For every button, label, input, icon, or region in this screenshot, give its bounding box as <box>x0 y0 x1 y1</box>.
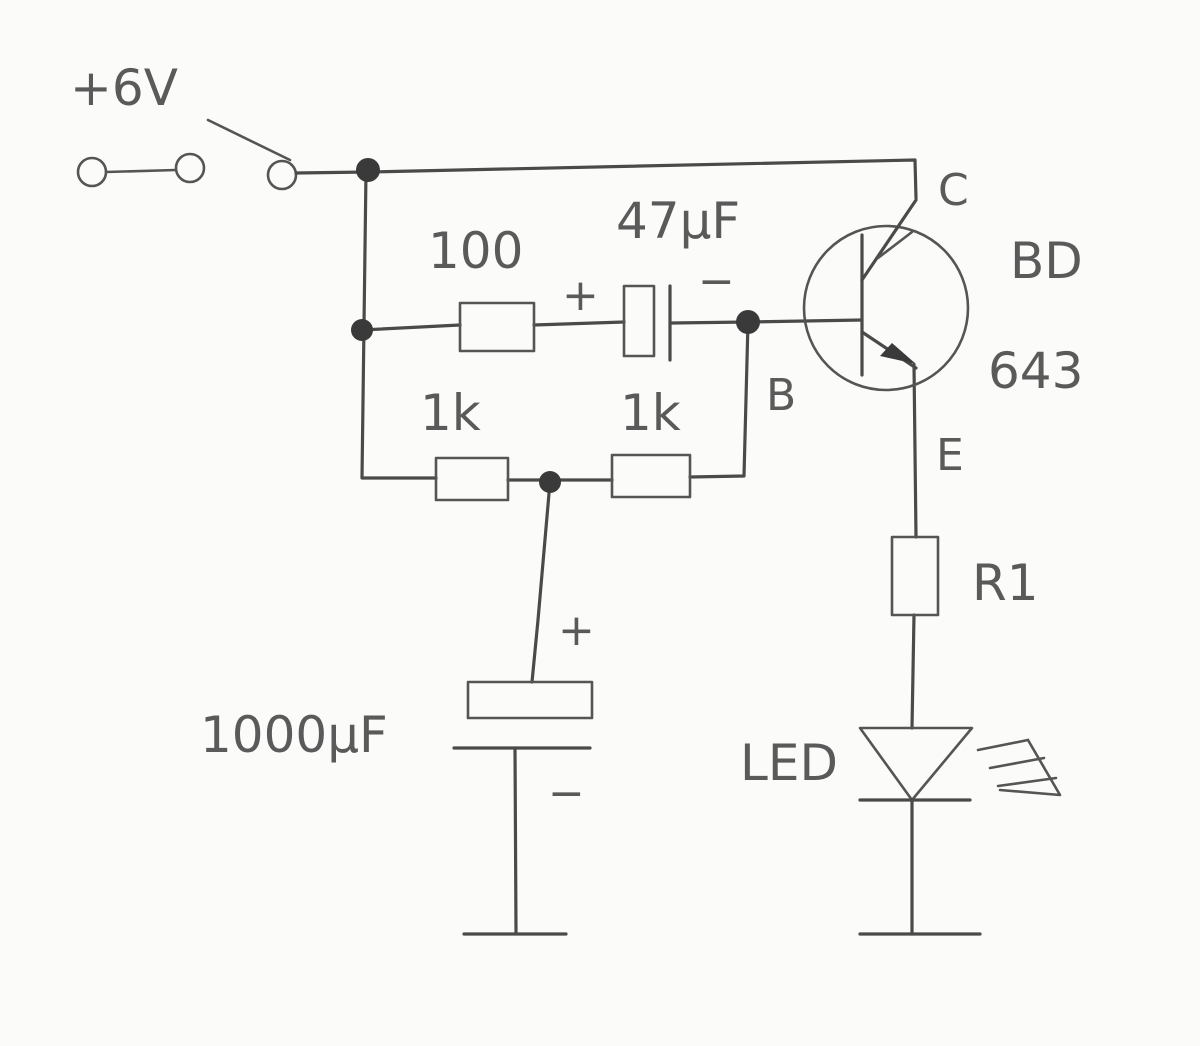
junction-left <box>351 319 373 341</box>
emitter-arrow <box>880 343 916 364</box>
power-switch <box>206 118 298 191</box>
wires <box>294 158 918 934</box>
label-c-47-plus: + <box>562 270 599 321</box>
resistor-r1 <box>890 535 940 617</box>
label-c-1000-minus: − <box>548 768 585 819</box>
label-c-1000-plus: + <box>558 605 595 656</box>
label-supply: +6V <box>70 59 178 117</box>
label-r1: R1 <box>972 554 1039 612</box>
supply-terminal <box>76 152 206 188</box>
transistor-bd643 <box>802 198 970 392</box>
junction-dots <box>351 158 760 493</box>
resistor-100 <box>458 301 536 353</box>
resistor-1k-left <box>434 456 510 502</box>
led <box>858 726 1062 802</box>
label-r-1k-left: 1k <box>420 384 481 442</box>
label-c-47: 47µF <box>616 192 740 250</box>
junction-mid <box>539 471 561 493</box>
label-c-47-minus: − <box>698 256 735 307</box>
label-emitter: E <box>936 430 964 481</box>
label-r-1k-right: 1k <box>620 384 681 442</box>
label-base: B <box>766 370 796 421</box>
label-led: LED <box>740 734 838 792</box>
label-r-100: 100 <box>428 222 523 280</box>
junction-base <box>736 310 760 334</box>
capacitor-47uf <box>622 284 672 362</box>
label-transistor-line1: BD <box>1010 232 1083 290</box>
label-collector: C <box>938 165 969 216</box>
junction-top <box>356 158 380 182</box>
label-c-1000: 1000µF <box>200 706 388 764</box>
label-transistor-line2: 643 <box>988 342 1083 400</box>
resistor-1k-right <box>610 453 692 499</box>
capacitor-1000uf <box>452 680 594 750</box>
